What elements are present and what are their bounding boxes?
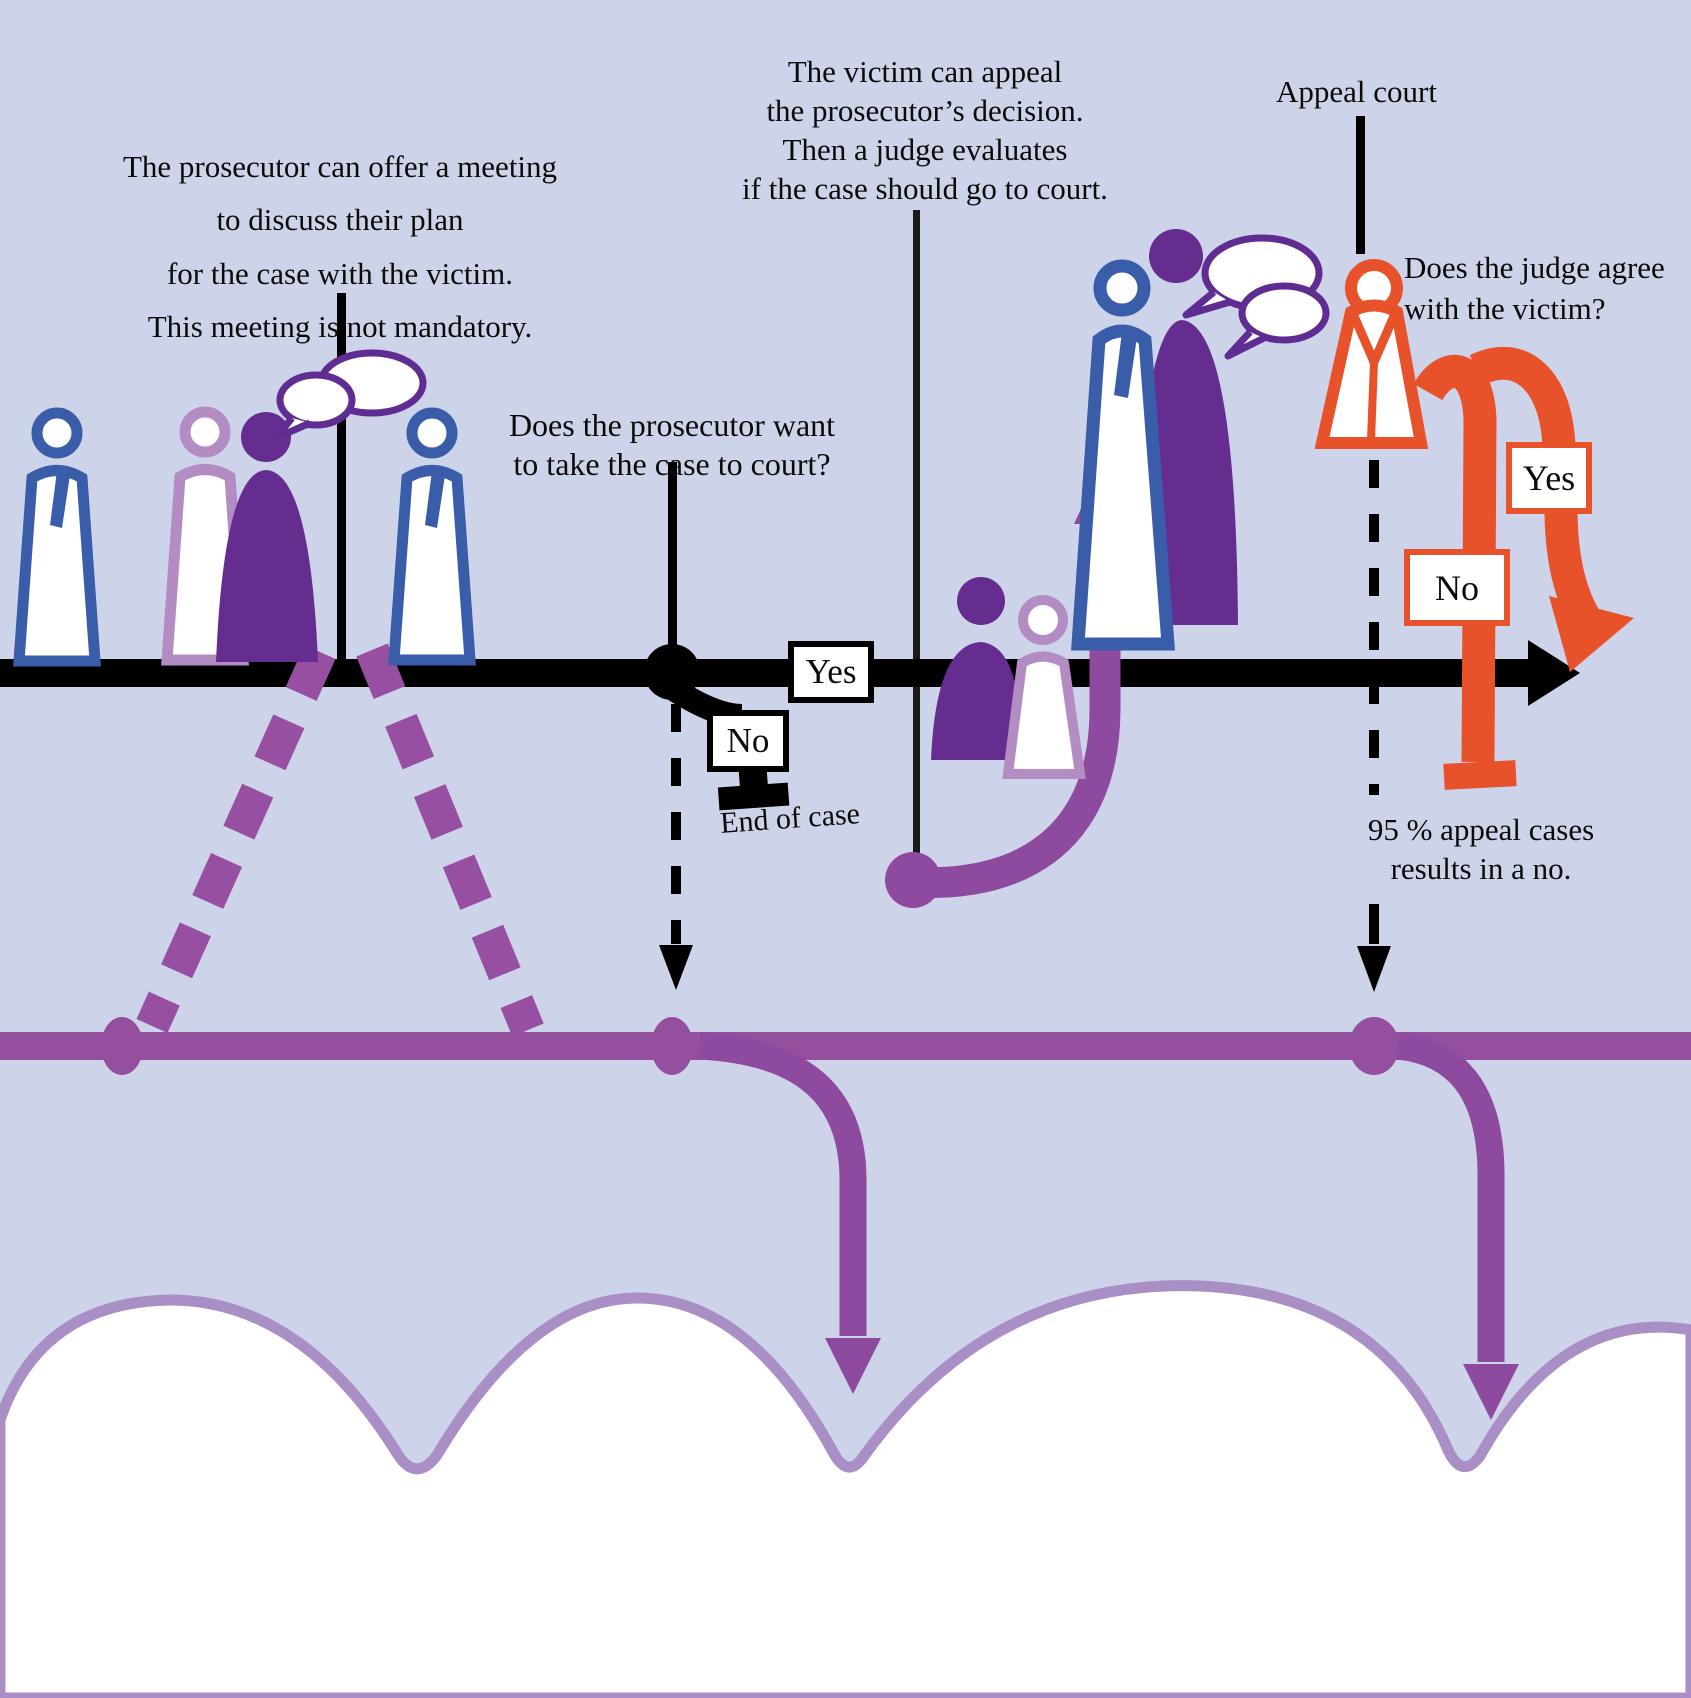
prosecutor-timeline xyxy=(0,640,1580,706)
meeting-callout-line xyxy=(337,293,346,663)
victim-timeline xyxy=(0,1017,1691,1420)
judge-yes-box: Yes xyxy=(1506,442,1592,514)
appeal-callout-line xyxy=(913,210,920,882)
judge-yes-label: Yes xyxy=(1522,458,1576,498)
appeal-dashed-arrow xyxy=(1357,460,1391,992)
down-right-arrowhead-icon xyxy=(1549,596,1634,672)
prosecutor-no-box: No xyxy=(707,710,789,772)
meeting-note: The prosecutor can offer a meeting to di… xyxy=(122,149,558,344)
victim-continues-branch xyxy=(1396,1032,1505,1362)
prosecutor-question: Does the prosecutor want to take the cas… xyxy=(508,407,836,483)
optional-meeting-dashed-path xyxy=(136,643,544,1037)
judge-question: Does the judge agree with the victim? xyxy=(1404,250,1665,326)
cloud-icon xyxy=(0,1280,1691,1698)
meeting-people-group xyxy=(13,349,476,667)
appeal-stat: 95 % appeal cases results in a no. xyxy=(1367,812,1595,887)
victim-icon xyxy=(931,577,1021,760)
prosecutor-icon xyxy=(1071,259,1176,651)
prosecutor-no-label: No xyxy=(726,721,770,760)
prosecutor-yes-label: Yes xyxy=(805,652,857,691)
prosecutor-icon xyxy=(13,407,101,667)
down-arrowhead-icon xyxy=(1463,1364,1519,1420)
terminator-t-bar-icon xyxy=(1443,760,1517,790)
appeal-start-node xyxy=(885,852,941,908)
appeal-court-line xyxy=(1356,116,1365,254)
victim-continues-branch xyxy=(699,1032,867,1336)
down-arrowhead-icon xyxy=(825,1338,881,1394)
robe-seam-icon xyxy=(1367,361,1378,441)
victim-line-node xyxy=(651,1017,693,1075)
judge-no-label: No xyxy=(1435,567,1479,608)
victim-line-node xyxy=(101,1017,143,1075)
prosecutor-icon xyxy=(388,407,476,666)
victim-icon xyxy=(216,412,318,662)
tie-icon xyxy=(425,471,445,528)
speech-bubbles-icon xyxy=(1182,234,1330,360)
end-of-case-terminator-icon xyxy=(717,767,790,811)
no-dashed-arrow xyxy=(659,704,693,990)
appeal-court-label: Appeal court xyxy=(1276,74,1437,109)
appeal-people-group xyxy=(1071,229,1429,651)
down-arrowhead-icon xyxy=(1357,946,1391,992)
appeal-judge-icon xyxy=(1314,259,1429,449)
speech-bubbles-icon xyxy=(272,349,427,442)
victim-line-node xyxy=(1349,1017,1399,1075)
judge-no-path xyxy=(1413,354,1517,790)
victim-support-icon xyxy=(1002,595,1086,779)
tie-icon xyxy=(1114,332,1137,398)
down-arrowhead-icon xyxy=(659,945,693,990)
appeal-note: The victim can appeal the prosecutor’s d… xyxy=(742,54,1108,207)
judge-no-box: No xyxy=(1404,549,1510,626)
prosecutor-question-line xyxy=(668,462,677,652)
timeline-arrowhead-icon xyxy=(1528,640,1580,706)
tie-icon xyxy=(50,471,70,528)
victim-pair-group xyxy=(931,577,1086,779)
prosecutor-yes-box: Yes xyxy=(788,641,874,703)
